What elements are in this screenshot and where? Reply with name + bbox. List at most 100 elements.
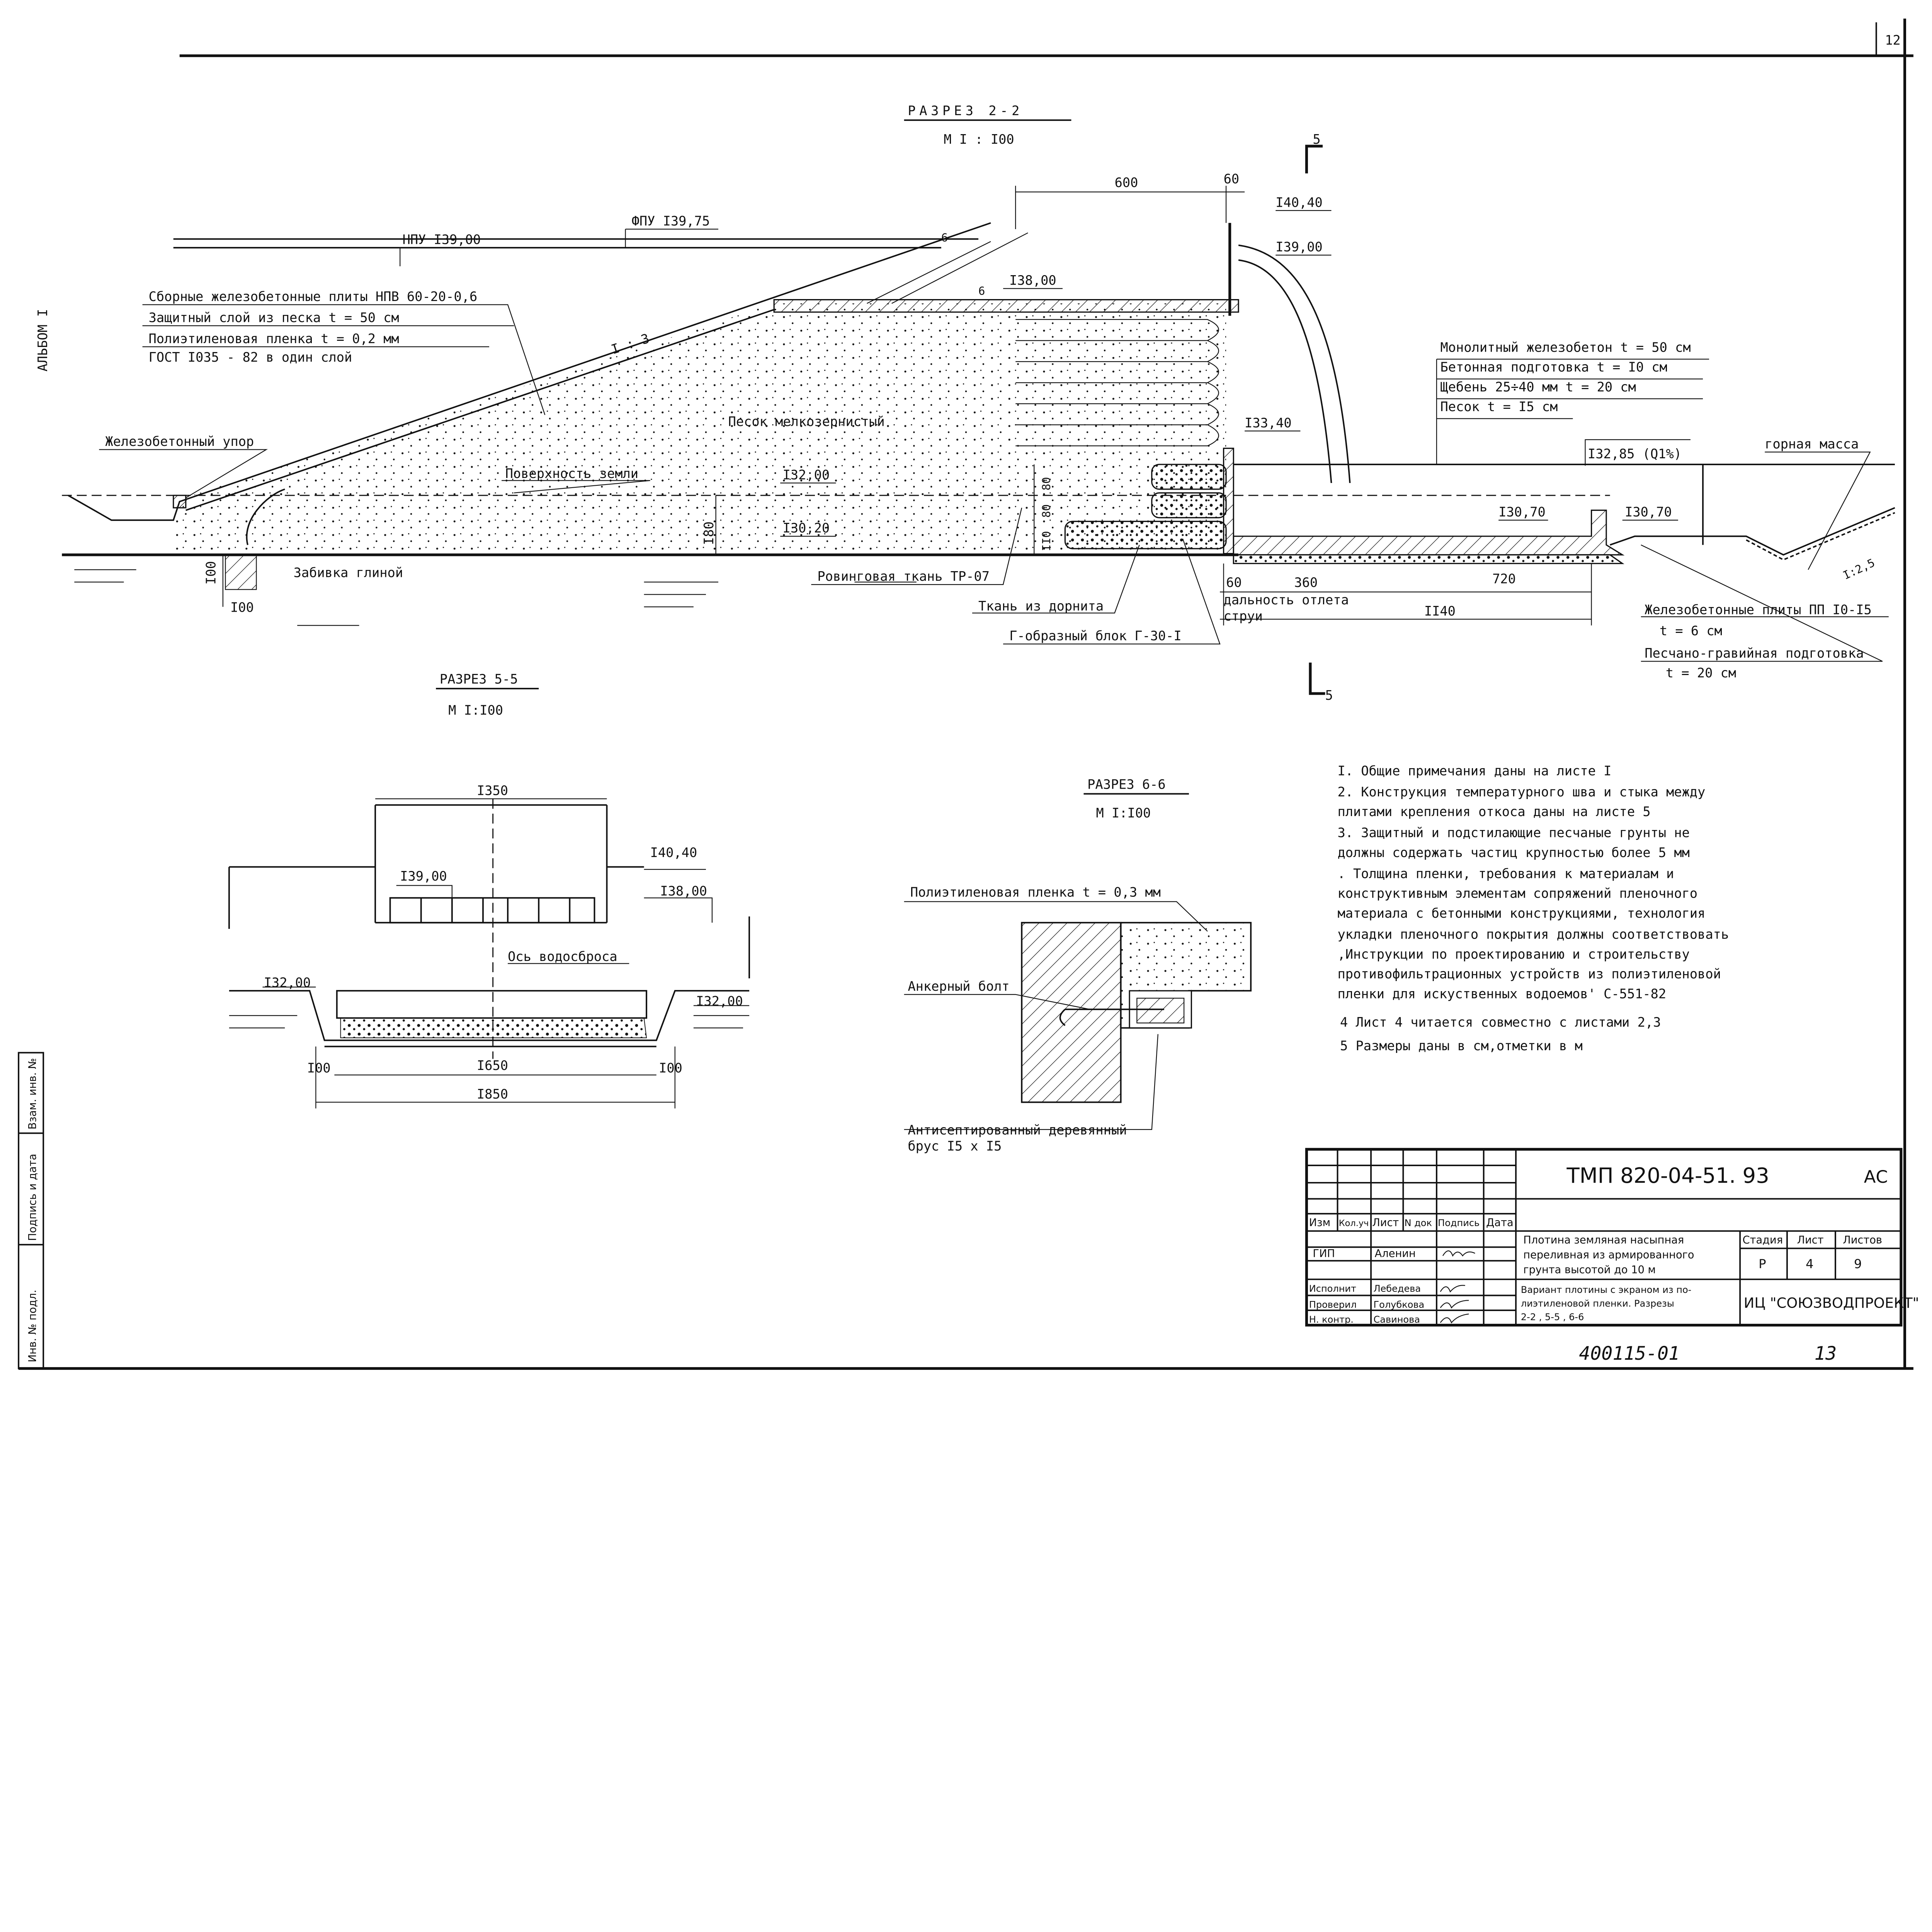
dim-6-a: 6 xyxy=(941,231,948,244)
stamp-podpis: Подпись и дата xyxy=(27,1154,39,1241)
dim-6-b: 6 xyxy=(978,284,985,298)
dim-100-b: I00 xyxy=(659,1061,682,1076)
header-kol: Кол.уч xyxy=(1339,1218,1369,1228)
stamp-vzam: Взам. инв. № xyxy=(27,1058,39,1129)
sheets-label: Листов xyxy=(1843,1234,1882,1246)
elev-138-00: I38,00 xyxy=(1009,273,1056,288)
elev-132-00-a: I32,00 xyxy=(264,975,311,990)
note-line: должны содержать частиц крупностью более… xyxy=(1338,845,1690,860)
cut-5-top: 5 xyxy=(1313,132,1320,147)
label-fpu: ФПУ I39,75 xyxy=(632,213,710,228)
label-dornit: Ткань из дорнита xyxy=(978,599,1104,614)
dim-110: II0 xyxy=(1040,531,1053,551)
label-axis: Ось водосброса xyxy=(508,949,617,964)
label-rb-t6: t = 6 см xyxy=(1660,623,1722,638)
dim-60: 60 xyxy=(1224,171,1240,186)
header-date: Дата xyxy=(1486,1217,1514,1229)
label-gost: ГОСТ I035 - 82 в один слой xyxy=(149,350,352,365)
signatures xyxy=(1440,1250,1475,1324)
label-rock: горная масса xyxy=(1765,436,1859,451)
elev-140-40: I40,40 xyxy=(650,845,697,860)
section-5-5-title: РАЗРЕЗ 5-5 xyxy=(440,672,518,687)
section-6-6: РАЗРЕЗ 6-6 М I:I00 Полиэтиленовая пленка… xyxy=(904,777,1252,1154)
sheet-title-line: Вариант плотины с экраном из по- xyxy=(1521,1284,1691,1295)
archive-number: 400115-01 xyxy=(1579,1343,1680,1364)
dim-1350: I350 xyxy=(477,783,508,798)
elev-139-00: I39,00 xyxy=(400,869,447,884)
elev-133-40: I33,40 xyxy=(1245,415,1292,430)
sheets-value: 9 xyxy=(1854,1257,1862,1271)
label-throw-1: дальность отлета xyxy=(1224,592,1349,607)
elev-138-00: I38,00 xyxy=(660,883,707,898)
role-gip: ГИП xyxy=(1313,1248,1335,1260)
role-proveril: Проверил xyxy=(1309,1299,1357,1310)
label-npu: НПУ I39,00 xyxy=(403,232,481,247)
object-line: переливная из армированного xyxy=(1523,1249,1694,1261)
dim-80-a: 80 xyxy=(1040,477,1053,491)
label-stop: Железобетонный упор xyxy=(105,434,254,449)
layer-prep: Бетонная подготовка t = I0 см xyxy=(1440,360,1667,375)
section-5-5: РАЗРЕЗ 5-5 М I:I00 I350 I39,00 I40,40 I3… xyxy=(228,672,750,1109)
dim-100-a: I00 xyxy=(307,1061,331,1076)
name-proveril: Голубкова xyxy=(1373,1299,1424,1310)
note-line: противофильтрационных устройств из полиэ… xyxy=(1338,966,1721,981)
layer-concrete: Монолитный железобетон t = 50 см xyxy=(1440,340,1691,355)
layer-gravel: Щебень 25÷40 мм t = 20 см xyxy=(1440,379,1636,395)
cut-5-bottom: 5 xyxy=(1325,688,1333,703)
elev-132-00-b: I32,00 xyxy=(696,994,743,1009)
name-ispolnit: Лебедева xyxy=(1373,1283,1421,1294)
layer-sand: Песок t = I5 см xyxy=(1440,399,1558,414)
role-nkontr: Н. контр. xyxy=(1309,1314,1354,1325)
drawing-sheet: 12 АЛЬБОМ I 400115-01 13 Взам. инв. № По… xyxy=(18,19,1919,1370)
section-6-6-title: РАЗРЕЗ 6-6 xyxy=(1087,777,1166,792)
note-line: ,Инструкции по проектированию и строител… xyxy=(1338,947,1690,962)
label-ground: Поверхность земли xyxy=(505,466,638,481)
object-line: грунта высотой до 10 м xyxy=(1523,1264,1656,1276)
doc-mark: АС xyxy=(1864,1167,1888,1187)
elev-130-70-b: I30,70 xyxy=(1625,505,1672,520)
stage-value: Р xyxy=(1759,1257,1766,1271)
role-ispolnit: Исполнит xyxy=(1309,1283,1356,1294)
title-block: ТМП 820-04-51. 93 АС Изм Кол.уч Лист N д… xyxy=(1305,1148,1919,1327)
label-bolt: Анкерный болт xyxy=(908,979,1009,994)
label-rb-t20: t = 20 см xyxy=(1666,665,1736,680)
side-stamp: Взам. инв. № Подпись и дата Инв. № подл. xyxy=(18,1052,44,1369)
note-line: пленки для искуственных водоемов' С-551-… xyxy=(1338,986,1667,1001)
dim-100-a: I00 xyxy=(204,561,219,585)
archive-sheet: 13 xyxy=(1815,1343,1837,1364)
slope-1-2-5: I:2,5 xyxy=(1841,556,1877,582)
dim-360: 360 xyxy=(1294,575,1318,590)
note-line: конструктивным элементам сопряжений плен… xyxy=(1338,886,1698,901)
dim-1650: I650 xyxy=(477,1058,508,1073)
section-5-5-scale: М I:I00 xyxy=(448,702,503,718)
name-gip: Аленин xyxy=(1375,1248,1416,1260)
doc-code: ТМП 820-04-51. 93 xyxy=(1566,1163,1769,1188)
dim-100-b: I00 xyxy=(230,600,254,615)
label-film-6: Полиэтиленовая пленка t = 0,3 мм xyxy=(910,885,1161,900)
label-plates: Сборные железобетонные плиты НПВ 60-20-0… xyxy=(149,289,478,304)
header-ndok: N док xyxy=(1405,1218,1432,1228)
section-2-2-title: РАЗРЕЗ 2-2 xyxy=(908,103,1023,118)
label-timber-2: брус I5 х I5 xyxy=(908,1139,1002,1154)
page-number: 12 xyxy=(1885,32,1901,48)
elev-130-70-a: I30,70 xyxy=(1498,505,1546,520)
dim-1850: I850 xyxy=(477,1087,508,1102)
dim-60-b: 60 xyxy=(1226,575,1242,590)
note-line: 3. Защитный и подстилающие песчаные грун… xyxy=(1338,825,1690,840)
note-line: I. Общие примечания даны на листе I xyxy=(1338,763,1612,778)
sheet-title-line: 2-2 , 5-5 , 6-6 xyxy=(1521,1312,1584,1323)
note-line: 5 Размеры даны в см,отметки в м xyxy=(1340,1038,1583,1053)
sheet-frame: 12 АЛЬБОМ I 400115-01 13 xyxy=(19,19,1913,1370)
notes: I. Общие примечания даны на листе I 2. К… xyxy=(1338,763,1729,1053)
label-rb-plates: Железобетонные плиты ПП I0-I5 xyxy=(1645,602,1871,617)
elev-139-00: I39,00 xyxy=(1276,240,1323,255)
sheet-title-line: лиэтиленовой пленки. Разрезы xyxy=(1521,1298,1674,1309)
note-line: плитами крепления откоса даны на листе 5 xyxy=(1338,804,1651,819)
dim-720: 720 xyxy=(1492,571,1516,587)
note-line: материала с бетонными конструкциями, тех… xyxy=(1338,906,1706,921)
label-sand: Песок мелкозернистый xyxy=(728,414,885,429)
label-throw-2: струи xyxy=(1224,609,1263,624)
header-podpis: Подпись xyxy=(1438,1218,1480,1228)
note-line: 4 Лист 4 читается совместно с листами 2,… xyxy=(1340,1015,1661,1030)
label-roving: Ровинговая ткань ТР-07 xyxy=(817,569,990,584)
